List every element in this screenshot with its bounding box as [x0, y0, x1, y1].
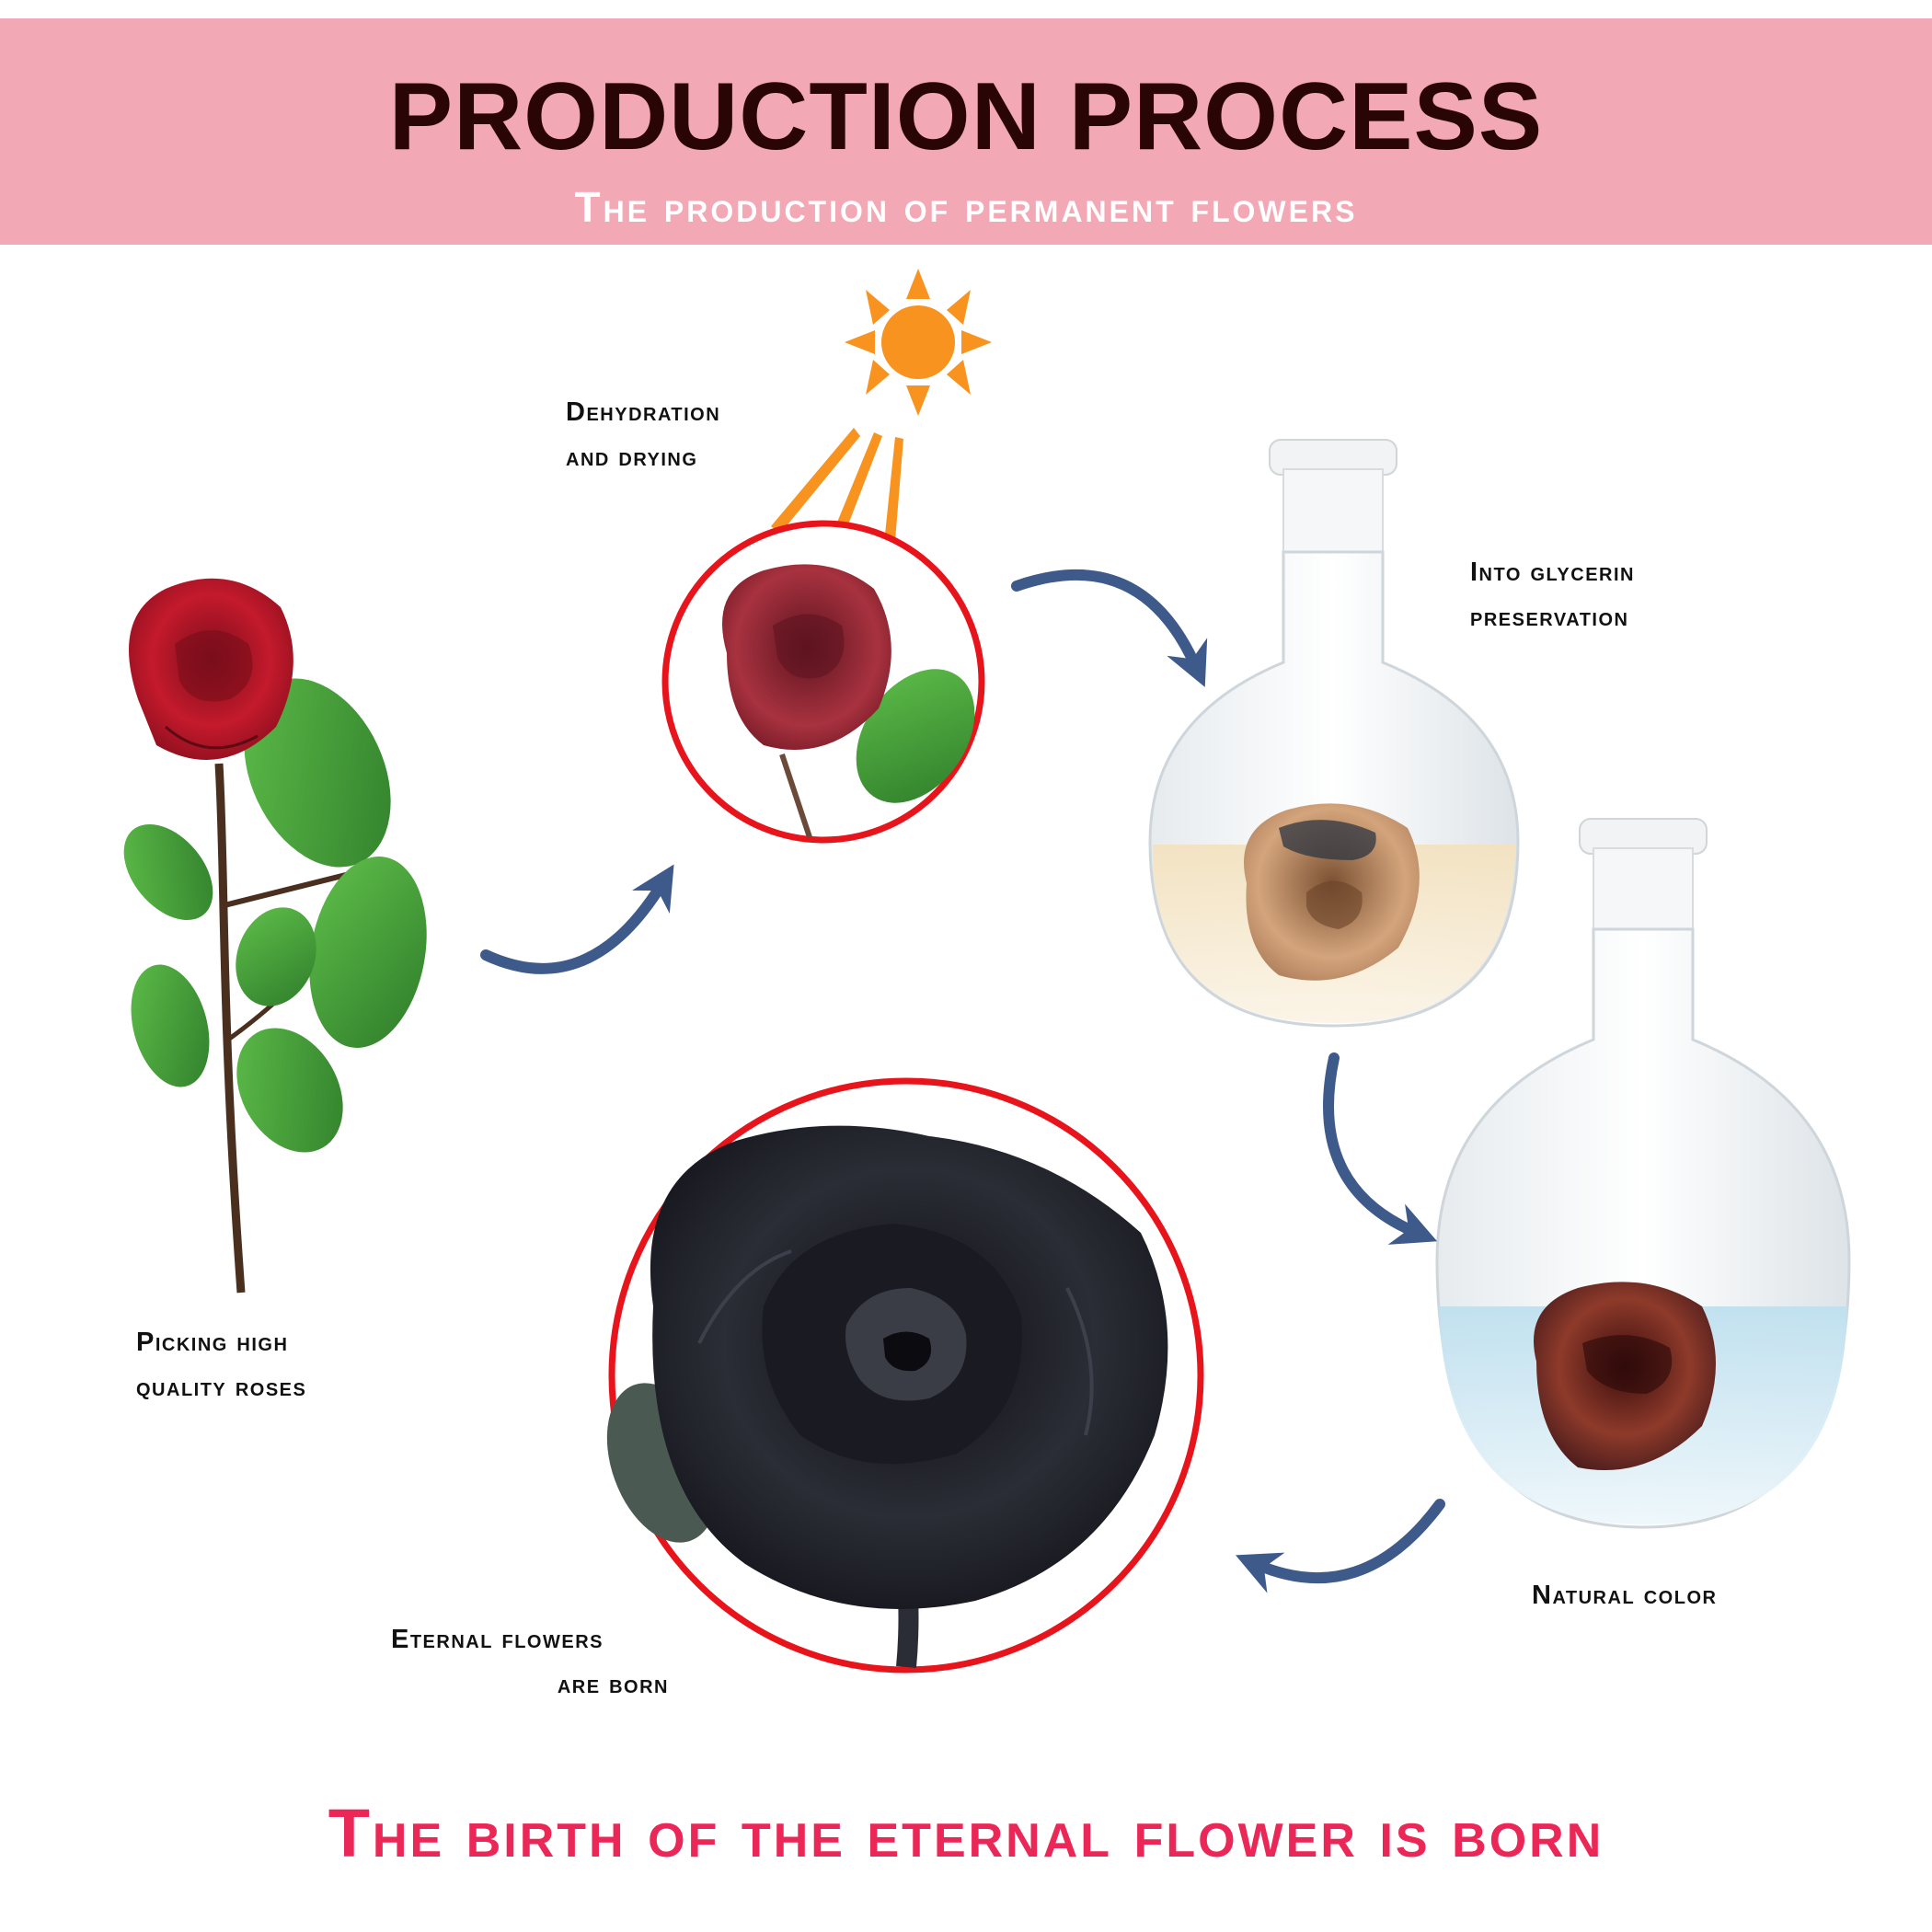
page-title: PRODUCTION PROCESS: [388, 63, 1544, 170]
red-rose-image: [123, 578, 427, 1294]
black-rose-image: [606, 1077, 1204, 1673]
footer-caption: The birth of the eternal flower is born: [328, 1795, 1604, 1871]
step-label-eternal: Eternal flowers are born: [391, 1625, 669, 1699]
dried-rose-image: [661, 520, 985, 844]
color-flask-image: [1435, 818, 1851, 1529]
step-label-natural-color: Natural color: [1532, 1581, 1718, 1610]
process-arrow: [480, 569, 1445, 1593]
glycerin-flask-image: [1148, 439, 1520, 1028]
page-subtitle: The production of permanent flowers: [574, 183, 1358, 231]
step-label-picking: Picking high quality roses: [136, 1328, 307, 1402]
header-banner: PRODUCTION PROCESS The production of per…: [0, 18, 1932, 245]
step-label-glycerin: Into glycerin preservation: [1470, 558, 1635, 632]
sun-icon: [771, 269, 992, 552]
step-label-dehydration: Dehydration and drying: [566, 397, 721, 472]
